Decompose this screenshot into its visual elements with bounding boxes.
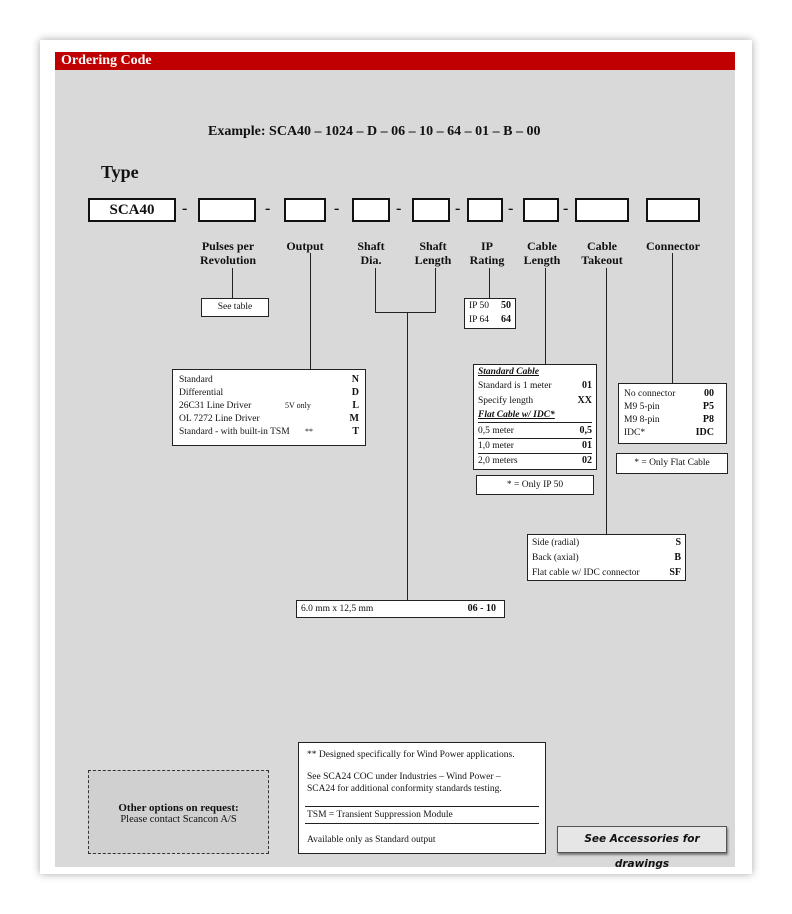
code-dash: - bbox=[563, 200, 569, 217]
example-code: Example: SCA40 – 1024 – D – 06 – 10 – 64… bbox=[208, 124, 541, 139]
divider bbox=[478, 453, 592, 454]
code-dash: - bbox=[265, 200, 271, 217]
cable-takeout-box: Side (radial)S Back (axial)B Flat cable … bbox=[527, 534, 686, 581]
flat-cable-title: Flat Cable w/ IDC* bbox=[478, 410, 555, 420]
code-dash: - bbox=[182, 200, 188, 217]
connector-code-box bbox=[646, 198, 700, 222]
divider bbox=[478, 438, 592, 439]
header-output: Output bbox=[286, 239, 324, 253]
code-dash: - bbox=[334, 200, 340, 217]
takeout-option-row: Side (radial)S bbox=[532, 537, 681, 548]
model-code-box: SCA40 bbox=[88, 198, 176, 222]
shaft-length-code-box bbox=[412, 198, 450, 222]
standard-cable-title: Standard Cable bbox=[478, 367, 539, 377]
header-connector: Connector bbox=[646, 239, 700, 253]
output-option-row: Standard - with built-in TSM**T bbox=[179, 426, 359, 437]
code-dash: - bbox=[508, 200, 514, 217]
divider bbox=[305, 823, 539, 824]
leader-line bbox=[672, 253, 673, 383]
other-options-box: Other options on request: Please contact… bbox=[88, 770, 269, 854]
leader-line bbox=[375, 312, 436, 313]
other-options-contact: Please contact Scancon A/S bbox=[120, 814, 237, 825]
leader-line bbox=[232, 268, 233, 298]
other-options-title: Other options on request: bbox=[118, 802, 239, 814]
shaft-dia-code-box bbox=[352, 198, 390, 222]
sca24-note-line: See SCA24 COC under Industries – Wind Po… bbox=[307, 772, 501, 782]
cable-takeout-code-box bbox=[575, 198, 629, 222]
wind-power-note: ** Designed specifically for Wind Power … bbox=[307, 750, 515, 760]
ip50-note-box: * = Only IP 50 bbox=[476, 475, 594, 495]
leader-line bbox=[310, 253, 311, 369]
ip-code-box bbox=[467, 198, 503, 222]
see-table-box: See table bbox=[201, 298, 269, 317]
output-code-box bbox=[284, 198, 326, 222]
cable-length-code-box bbox=[523, 198, 559, 222]
leader-line bbox=[435, 268, 436, 312]
takeout-option-row: Back (axial)B bbox=[532, 552, 681, 563]
see-accessories-button[interactable]: See Accessories for drawings bbox=[557, 826, 727, 870]
standard-output-note: Available only as Standard output bbox=[307, 835, 436, 845]
leader-line bbox=[407, 312, 408, 600]
notes-box: ** Designed specifically for Wind Power … bbox=[298, 742, 546, 854]
section-title-bar: Ordering Code bbox=[55, 52, 735, 70]
code-dash: - bbox=[396, 200, 402, 217]
tsm-note: TSM = Transient Suppression Module bbox=[307, 810, 453, 820]
leader-line bbox=[606, 268, 607, 534]
type-label: Type bbox=[101, 162, 139, 182]
leader-line bbox=[375, 268, 376, 312]
code-dash: - bbox=[455, 200, 461, 217]
flat-cable-note-box: * = Only Flat Cable bbox=[616, 453, 728, 474]
sca24-note-line: SCA24 for additional conformity standard… bbox=[307, 784, 502, 794]
connector-option-row: IDC*IDC bbox=[624, 427, 714, 438]
leader-line bbox=[545, 268, 546, 364]
leader-line bbox=[489, 268, 490, 298]
divider bbox=[305, 806, 539, 807]
section-title: Ordering Code bbox=[61, 53, 152, 68]
divider bbox=[478, 422, 592, 423]
ppr-code-box bbox=[198, 198, 256, 222]
